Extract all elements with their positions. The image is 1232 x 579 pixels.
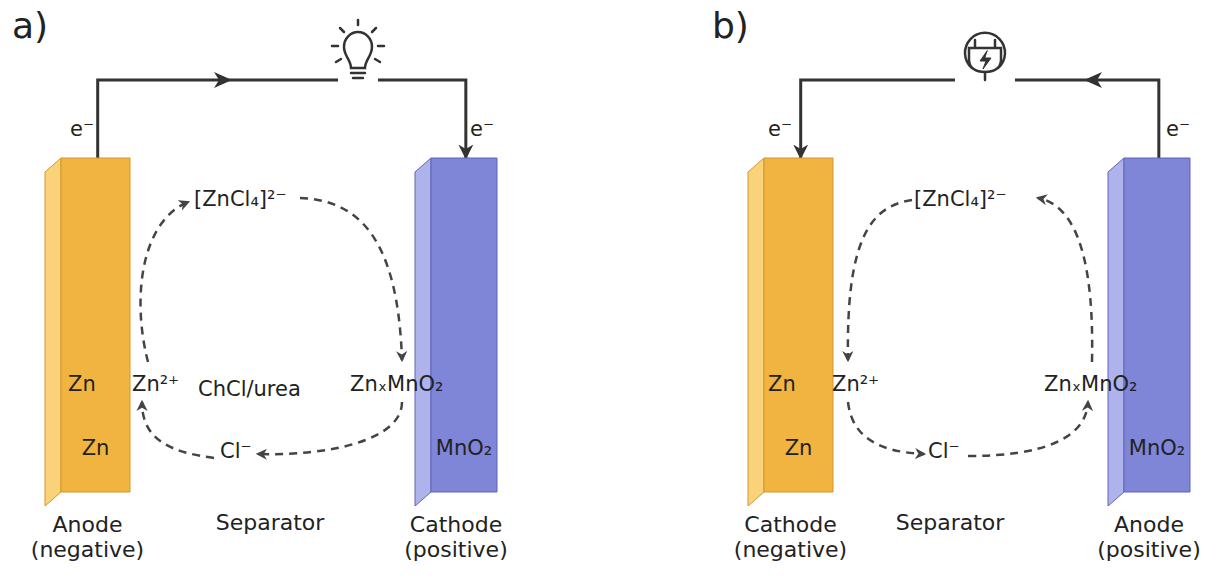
power-plug-icon xyxy=(955,30,1015,94)
electrode-material: Zn xyxy=(61,436,130,460)
ion-flow-arrow xyxy=(141,202,188,362)
electrode-front-face xyxy=(764,158,833,492)
ion-flow-arrow xyxy=(300,198,402,360)
electrode-role: Anode (positive) xyxy=(1084,512,1214,563)
electrode-material: Zn xyxy=(764,436,833,460)
electrode: MnO₂Cathode (positive) xyxy=(415,158,497,506)
electrode-side-face xyxy=(748,158,764,506)
ion-label: Cl⁻ xyxy=(220,440,252,463)
electrode-side-face xyxy=(415,158,431,506)
ion-label: Cl⁻ xyxy=(928,440,960,463)
electrode-front-face xyxy=(61,158,130,492)
light-bulb-icon xyxy=(332,20,384,90)
ion-flow-arrow xyxy=(1038,198,1092,362)
ion-label: [ZnCl₄]²⁻ xyxy=(194,188,287,211)
ion-label: [ZnCl₄]²⁻ xyxy=(914,188,1007,211)
ion-flow-arrow xyxy=(848,402,924,454)
electrode: ZnAnode (negative) xyxy=(45,158,130,506)
species-label: Zn xyxy=(768,373,796,396)
ion-label: Zn²⁺ xyxy=(832,373,879,396)
wire-arrowhead xyxy=(214,72,232,88)
electrode-role: Cathode (negative) xyxy=(726,512,856,563)
electron-label: e⁻ xyxy=(470,118,494,141)
ion-label: Zn²⁺ xyxy=(132,373,179,396)
ion-flow-arrow xyxy=(258,402,402,454)
electron-label: e⁻ xyxy=(70,118,94,141)
separator-label: Separator xyxy=(896,511,1005,535)
electron-label: e⁻ xyxy=(768,118,792,141)
ion-flow-arrow xyxy=(142,402,214,458)
wire-arrowhead xyxy=(1084,72,1102,88)
ion-flow-arrow xyxy=(968,402,1088,456)
separator-label: Separator xyxy=(216,511,325,535)
species-label: Zn xyxy=(68,373,96,396)
species-label: ZnₓMnO₂ xyxy=(350,373,443,396)
panel-letter: a) xyxy=(12,6,48,46)
external-wire xyxy=(98,80,466,158)
electrode-front-face xyxy=(431,158,497,492)
electrode-material: MnO₂ xyxy=(1124,436,1190,460)
panel-letter: b) xyxy=(712,6,749,46)
species-label: ZnₓMnO₂ xyxy=(1044,373,1137,396)
electrode-side-face xyxy=(1108,158,1124,506)
electron-label: e⁻ xyxy=(1166,118,1190,141)
electrode: ZnCathode (negative) xyxy=(748,158,833,506)
electrode-role: Anode (negative) xyxy=(23,512,153,563)
electrolyte-label: ChCl/urea xyxy=(198,378,301,401)
electrode: MnO₂Anode (positive) xyxy=(1108,158,1190,506)
ion-flow-arrow xyxy=(848,200,912,360)
electrode-role: Cathode (positive) xyxy=(391,512,521,563)
electrode-front-face xyxy=(1124,158,1190,492)
electrode-side-face xyxy=(45,158,61,506)
electrode-material: MnO₂ xyxy=(431,436,497,460)
